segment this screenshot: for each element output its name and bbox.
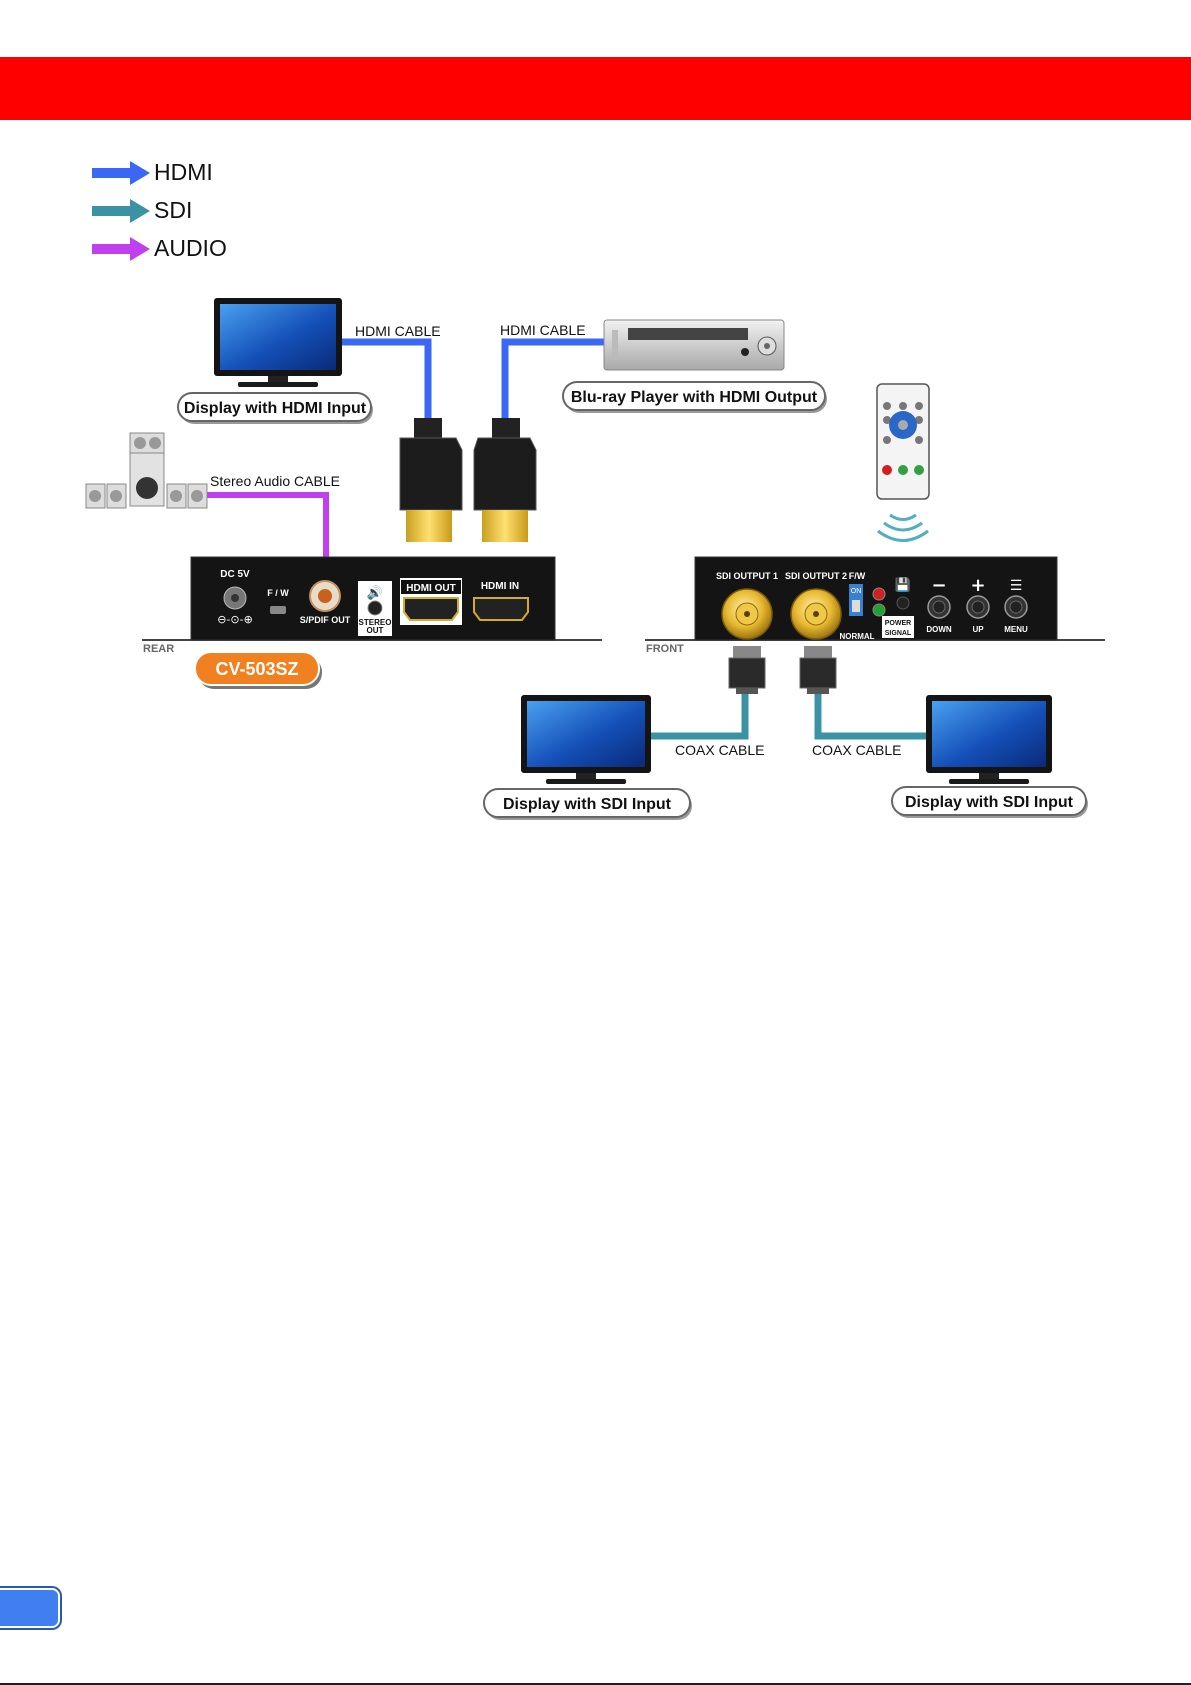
legend-item-sdi: SDI bbox=[92, 197, 192, 224]
speaker-icon: 🔊 bbox=[367, 584, 383, 601]
down-label: DOWN bbox=[926, 625, 952, 634]
display-sdi-2-text: Display with SDI Input bbox=[905, 794, 1074, 811]
rear-panel: REAR DC 5V ⊖-⊙-⊕ F / W S/PDIF OUT 🔊 STER… bbox=[142, 556, 602, 655]
rear-fw-label: F / W bbox=[267, 588, 289, 598]
sdi1-label: SDI OUTPUT 1 bbox=[716, 571, 778, 581]
hdmi-out-label: HDMI OUT bbox=[406, 583, 455, 594]
header-bar bbox=[0, 57, 1191, 120]
menu-icon: ☰ bbox=[1010, 578, 1023, 594]
audio-arrow-icon bbox=[92, 236, 150, 261]
stereo-cable-label: Stereo Audio CABLE bbox=[210, 473, 340, 489]
hdmi-cable-bluray bbox=[501, 338, 608, 428]
hdmi-in-label: HDMI IN bbox=[481, 581, 519, 592]
page-tab bbox=[0, 1588, 60, 1628]
spdif-label: S/PDIF OUT bbox=[300, 615, 351, 625]
front-fw-label: F/W bbox=[849, 571, 866, 581]
plus-icon: + bbox=[970, 575, 985, 596]
hdmi-cable-display bbox=[334, 338, 432, 428]
footer-rule bbox=[0, 1683, 1191, 1685]
hdmi-plug-2 bbox=[473, 418, 537, 542]
coax-cable-label-1: COAX CABLE bbox=[675, 742, 764, 758]
stereo-port-icon bbox=[367, 600, 383, 616]
legend-label: AUDIO bbox=[154, 235, 227, 261]
hdmi-out-port-icon bbox=[403, 597, 459, 621]
hdmi-cable-label-2: HDMI CABLE bbox=[500, 322, 586, 338]
tv-hdmi-icon bbox=[214, 298, 342, 387]
bluray-player-icon bbox=[603, 319, 785, 371]
front-panel: FRONT SDI OUTPUT 1 SDI OUTPUT 2 F/W ON N… bbox=[645, 556, 1105, 655]
remote-control-icon bbox=[876, 383, 930, 500]
stereo-label-bottom: OUT bbox=[367, 626, 384, 635]
dc-label: DC 5V bbox=[220, 569, 250, 580]
power-label: POWER bbox=[885, 620, 911, 627]
ir-signal-icon bbox=[877, 513, 929, 542]
display-hdmi-text: Display with HDMI Input bbox=[184, 400, 367, 417]
legend-item-hdmi: HDMI bbox=[92, 159, 213, 186]
connection-diagram: Display with HDMI Input HDMI CABLE HDMI … bbox=[85, 298, 1105, 820]
hdmi-plug-1 bbox=[399, 418, 463, 542]
save-icon: 💾 bbox=[895, 577, 911, 593]
tv-sdi-1-icon bbox=[521, 695, 651, 784]
bluray-text: Blu-ray Player with HDMI Output bbox=[571, 389, 818, 406]
normal-label: NORMAL bbox=[839, 632, 874, 641]
bnc-plug-1 bbox=[728, 646, 766, 694]
front-label: FRONT bbox=[646, 643, 684, 655]
signal-led-icon bbox=[872, 603, 886, 617]
stereo-label-top: STEREO bbox=[359, 618, 392, 627]
legend-item-audio: AUDIO bbox=[92, 235, 227, 262]
power-led-icon bbox=[872, 587, 886, 601]
signal-label: SIGNAL bbox=[885, 630, 912, 637]
display-sdi-1-text: Display with SDI Input bbox=[503, 796, 672, 813]
rear-label: REAR bbox=[143, 643, 174, 655]
audio-cable bbox=[205, 492, 329, 578]
dip-on-label: ON bbox=[851, 588, 862, 595]
sdi-arrow-icon bbox=[92, 198, 150, 223]
polarity-icon: ⊖-⊙-⊕ bbox=[217, 613, 253, 626]
speakers-icon bbox=[85, 432, 208, 509]
sdi2-label: SDI OUTPUT 2 bbox=[785, 571, 847, 581]
hdmi-arrow-icon bbox=[92, 160, 150, 185]
label-display-sdi-2: Display with SDI Input bbox=[891, 786, 1088, 818]
hdmi-cable-label-1: HDMI CABLE bbox=[355, 323, 441, 339]
label-bluray: Blu-ray Player with HDMI Output bbox=[562, 381, 827, 413]
bnc-plug-2 bbox=[799, 646, 837, 694]
legend-label: HDMI bbox=[154, 159, 213, 185]
coax-cable-2 bbox=[814, 680, 926, 740]
minus-icon: − bbox=[931, 575, 946, 596]
tv-sdi-2-icon bbox=[926, 695, 1052, 784]
label-display-hdmi: Display with HDMI Input bbox=[177, 392, 373, 424]
model-badge: CV-503SZ bbox=[194, 651, 322, 689]
ir-sensor-icon bbox=[896, 596, 910, 610]
up-label: UP bbox=[972, 625, 984, 634]
label-display-sdi-1: Display with SDI Input bbox=[483, 788, 692, 820]
menu-label: MENU bbox=[1004, 625, 1028, 634]
hdmi-in-port-icon bbox=[473, 597, 529, 621]
usb-port-icon bbox=[270, 606, 286, 614]
coax-cable-label-2: COAX CABLE bbox=[812, 742, 901, 758]
legend-label: SDI bbox=[154, 197, 193, 223]
model-text: CV-503SZ bbox=[215, 659, 298, 679]
coax-cable-1 bbox=[650, 680, 749, 740]
